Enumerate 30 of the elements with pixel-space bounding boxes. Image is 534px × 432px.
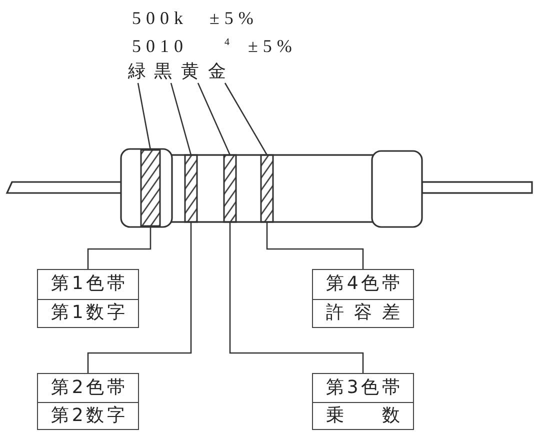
band-title: 第4色帯: [326, 273, 400, 296]
leader-line: [87, 226, 152, 269]
resistance-value-text: 5010 $^{4}$ ±5%: [132, 35, 297, 56]
band-title: 第3色帯: [326, 376, 400, 399]
leader-line: [197, 82, 231, 156]
band-meaning: 乗数: [326, 404, 400, 427]
leader-line: [229, 222, 364, 373]
color-band: [260, 154, 274, 223]
band-meaning: 第1数字: [51, 302, 125, 324]
label-box: [37, 373, 139, 430]
leader-line: [170, 82, 192, 156]
band-title: 第1色帯: [51, 273, 125, 296]
leader-line: [137, 82, 152, 150]
color-band: [140, 149, 161, 227]
color-name-label: 黄: [179, 61, 201, 83]
band-title: 第2色帯: [51, 376, 125, 399]
color-band: [184, 154, 198, 223]
leader-line: [87, 222, 192, 373]
color-name-label: 緑: [126, 61, 148, 83]
band-meaning: 第2数字: [51, 404, 125, 427]
resistance-value-text: 500k ±5%: [132, 8, 258, 28]
color-name-label: 黒: [152, 61, 174, 83]
label-box: [312, 269, 414, 328]
color-name-label: 金: [206, 61, 228, 83]
leader-line: [224, 82, 268, 156]
label-box: [37, 269, 139, 328]
band-meaning: 許容差: [326, 302, 400, 324]
color-band: [223, 154, 237, 223]
label-box: [312, 373, 414, 430]
leader-line: [266, 222, 364, 269]
